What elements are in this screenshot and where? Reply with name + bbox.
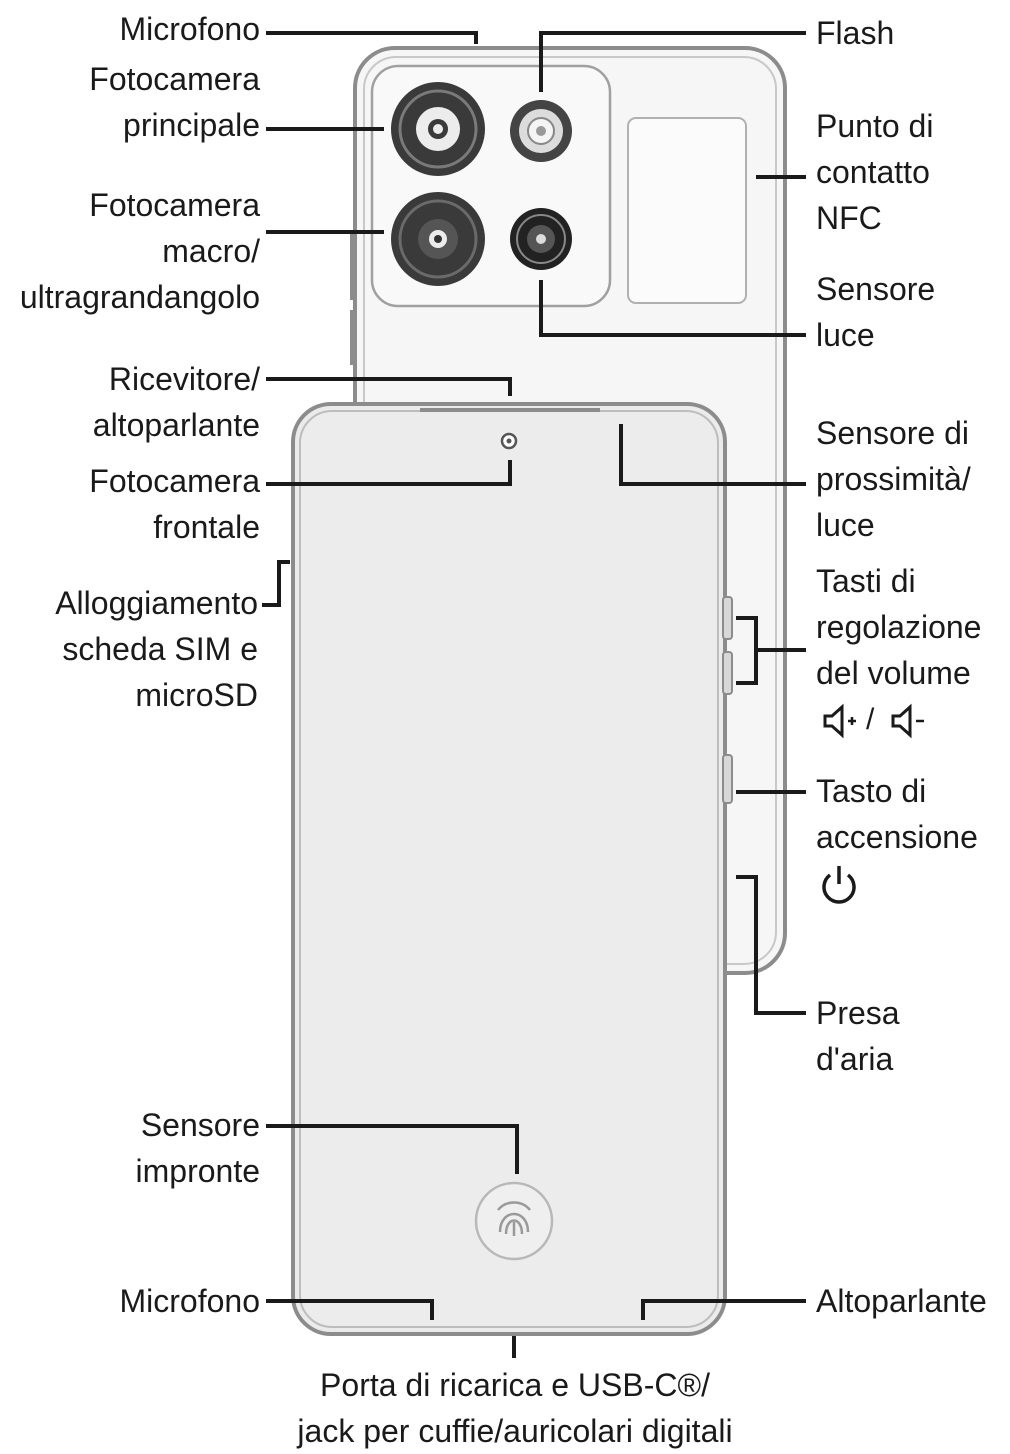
leader-lines [262,31,806,1358]
phone-front [291,402,733,1336]
label-sensore-prossimita: Sensore di prossimità/ luce [816,415,971,543]
label-fotocamera-principale: Fotocamera principale [89,61,260,143]
label-fotocamera-frontale: Fotocamera frontale [89,463,260,545]
label-porta-ricarica: Porta di ricarica e USB-C®/ jack per cuf… [297,1367,733,1449]
fingerprint-icon [474,1181,554,1261]
label-microfono-bottom: Microfono [119,1283,261,1319]
flash [510,100,572,162]
label-sensore-impronte: Sensore impronte [135,1107,261,1189]
label-sensore-luce: Sensore luce [816,271,936,353]
power-icon [822,866,856,904]
label-altoparlante: Altoparlante [816,1283,987,1319]
label-presa-aria: Presa d'aria [816,995,900,1077]
label-tasti-volume: Tasti di regolazione del volume [816,563,982,691]
volume-separator: / [866,703,875,736]
label-nfc: Punto di contatto NFC [816,108,934,236]
macro-ultrawide-camera [391,192,485,286]
volume-down-icon [891,703,924,739]
label-flash: Flash [816,15,895,51]
light-sensor [510,208,572,270]
label-tasto-accensione: Tasto di accensione [816,773,978,855]
volume-up-icon [823,703,856,739]
label-fotocamera-macro: Fotocamera macro/ ultragrandangolo [19,187,260,315]
label-ricevitore: Ricevitore/ altoparlante [92,361,260,443]
label-alloggiamento-sim: Alloggiamento scheda SIM e microSD [55,585,258,713]
label-microfono-top: Microfono [119,11,261,47]
main-camera [391,82,485,176]
